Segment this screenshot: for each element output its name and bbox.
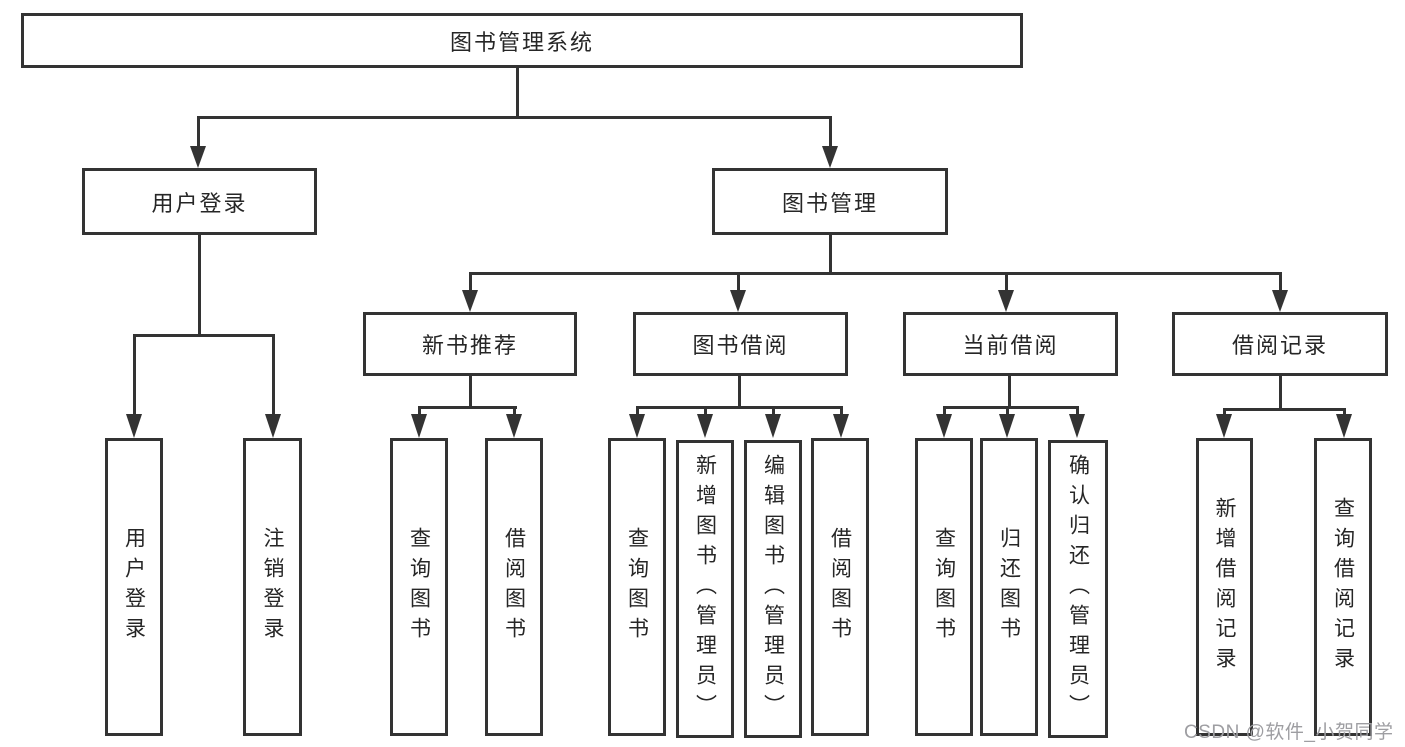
node-new-book-recommend: 新书推荐 (363, 312, 577, 376)
edge-user-login-stem (198, 235, 201, 336)
edge-root-drop-left (197, 116, 200, 148)
csdn-watermark: CSDN @软件_小贺同学 (1184, 722, 1394, 743)
arrowhead-to-query-record (1336, 414, 1352, 438)
node-borrowing-records-label: 借阅记录 (1231, 333, 1328, 358)
edge-drop-current-borrowing (1005, 272, 1008, 292)
node-leaf-edit-book-admin-label: 编辑图书（管理员） (761, 454, 785, 724)
arrowhead-to-return-book (999, 414, 1015, 438)
node-leaf-query-books-a: 查询图书 (390, 438, 448, 736)
node-library-system: 图书管理系统 (21, 13, 1023, 68)
edge-book-management-stem (829, 235, 832, 274)
edge-drop-new-book-recommend (469, 272, 472, 292)
node-book-borrowing-label: 图书借阅 (692, 333, 789, 358)
arrowhead-to-borrow-books-b (833, 414, 849, 438)
node-leaf-user-login-label: 用户登录 (122, 527, 146, 647)
edge-drop-query-books-a (418, 406, 421, 416)
edge-drop-edit-book (772, 406, 775, 416)
node-new-book-recommend-label: 新书推荐 (421, 333, 518, 358)
node-leaf-query-books-a-label: 查询图书 (407, 527, 431, 647)
node-leaf-borrow-books-b: 借阅图书 (811, 438, 869, 736)
node-leaf-return-book: 归还图书 (980, 438, 1038, 736)
edge-borrowing-records-stem (1279, 376, 1282, 411)
edge-drop-return-book (1006, 406, 1009, 416)
edge-drop-add-record (1223, 408, 1226, 416)
arrowhead-to-add-record (1216, 414, 1232, 438)
arrowhead-to-new-book-recommend (462, 290, 478, 312)
arrowhead-to-query-books-a (411, 414, 427, 438)
node-leaf-borrow-books-a-label: 借阅图书 (502, 527, 526, 647)
edge-drop-leaf-user-login (133, 334, 136, 416)
edge-current-borrowing-bar (943, 406, 1079, 409)
node-leaf-borrow-books-b-label: 借阅图书 (828, 527, 852, 647)
edge-book-management-bar (469, 272, 1282, 275)
node-current-borrowing: 当前借阅 (903, 312, 1118, 376)
node-leaf-add-borrow-record-label: 新增借阅记录 (1213, 497, 1236, 677)
arrowhead-to-borrow-books-a (506, 414, 522, 438)
node-leaf-add-book-admin-label: 新增图书（管理员） (693, 454, 717, 724)
edge-drop-query-record (1343, 408, 1346, 416)
arrowhead-to-leaf-user-login (126, 414, 142, 438)
node-borrowing-records: 借阅记录 (1172, 312, 1388, 376)
node-leaf-user-login: 用户登录 (105, 438, 163, 736)
node-leaf-query-books-b: 查询图书 (608, 438, 666, 736)
node-current-borrowing-label: 当前借阅 (962, 333, 1059, 358)
edge-drop-borrowing-records (1279, 272, 1282, 292)
arrowhead-to-query-books-c (936, 414, 952, 438)
edge-current-borrowing-stem (1008, 376, 1011, 409)
node-leaf-confirm-return-admin: 确认归还（管理员） (1048, 440, 1108, 738)
node-leaf-query-books-c: 查询图书 (915, 438, 973, 736)
node-leaf-return-book-label: 归还图书 (997, 527, 1021, 647)
arrowhead-to-leaf-logout (265, 414, 281, 438)
edge-root-stem (516, 68, 519, 118)
edge-drop-add-book (704, 406, 707, 416)
node-leaf-logout-login-label: 注销登录 (261, 527, 284, 647)
edge-root-drop-right (829, 116, 832, 148)
edge-drop-query-books-b (636, 406, 639, 416)
edge-book-borrowing-bar (636, 406, 843, 409)
node-leaf-edit-book-admin: 编辑图书（管理员） (744, 440, 802, 738)
arrowhead-to-borrowing-records (1272, 290, 1288, 312)
node-leaf-borrow-books-a: 借阅图书 (485, 438, 543, 736)
node-leaf-logout-login: 注销登录 (243, 438, 302, 736)
arrowhead-to-current-borrowing (998, 290, 1014, 312)
node-user-login-label: 用户登录 (151, 190, 248, 216)
arrowhead-to-edit-book (765, 414, 781, 438)
node-leaf-query-borrow-record: 查询借阅记录 (1314, 438, 1372, 736)
edge-new-book-recommend-bar (418, 406, 517, 409)
edge-borrowing-records-bar (1223, 408, 1346, 411)
node-leaf-add-borrow-record: 新增借阅记录 (1196, 438, 1253, 736)
node-leaf-add-book-admin: 新增图书（管理员） (676, 440, 734, 738)
edge-drop-confirm-return (1076, 406, 1079, 416)
edge-root-bar (197, 116, 832, 119)
arrowhead-to-confirm-return (1069, 414, 1085, 438)
edge-drop-borrow-books-b (840, 406, 843, 416)
node-user-login: 用户登录 (82, 168, 317, 235)
arrowhead-to-add-book (697, 414, 713, 438)
edge-book-borrowing-stem (738, 376, 741, 409)
edge-drop-query-books-c (943, 406, 946, 416)
edge-user-login-bar (133, 334, 275, 337)
node-book-borrowing: 图书借阅 (633, 312, 848, 376)
edge-drop-borrow-books-a (513, 406, 516, 416)
edge-new-book-recommend-stem (469, 376, 472, 409)
edge-drop-book-borrowing (737, 272, 740, 292)
arrowhead-to-query-books-b (629, 414, 645, 438)
node-leaf-query-books-b-label: 查询图书 (625, 527, 649, 647)
arrowhead-to-book-management (822, 146, 838, 168)
node-book-management: 图书管理 (712, 168, 948, 235)
node-library-system-label: 图书管理系统 (449, 29, 594, 55)
node-leaf-query-borrow-record-label: 查询借阅记录 (1331, 497, 1355, 677)
node-leaf-confirm-return-admin-label: 确认归还（管理员） (1066, 454, 1090, 724)
node-book-management-label: 图书管理 (781, 190, 878, 216)
node-leaf-query-books-c-label: 查询图书 (932, 527, 956, 647)
arrowhead-to-user-login (190, 146, 206, 168)
arrowhead-to-book-borrowing (730, 290, 746, 312)
edge-drop-leaf-logout (272, 334, 275, 416)
